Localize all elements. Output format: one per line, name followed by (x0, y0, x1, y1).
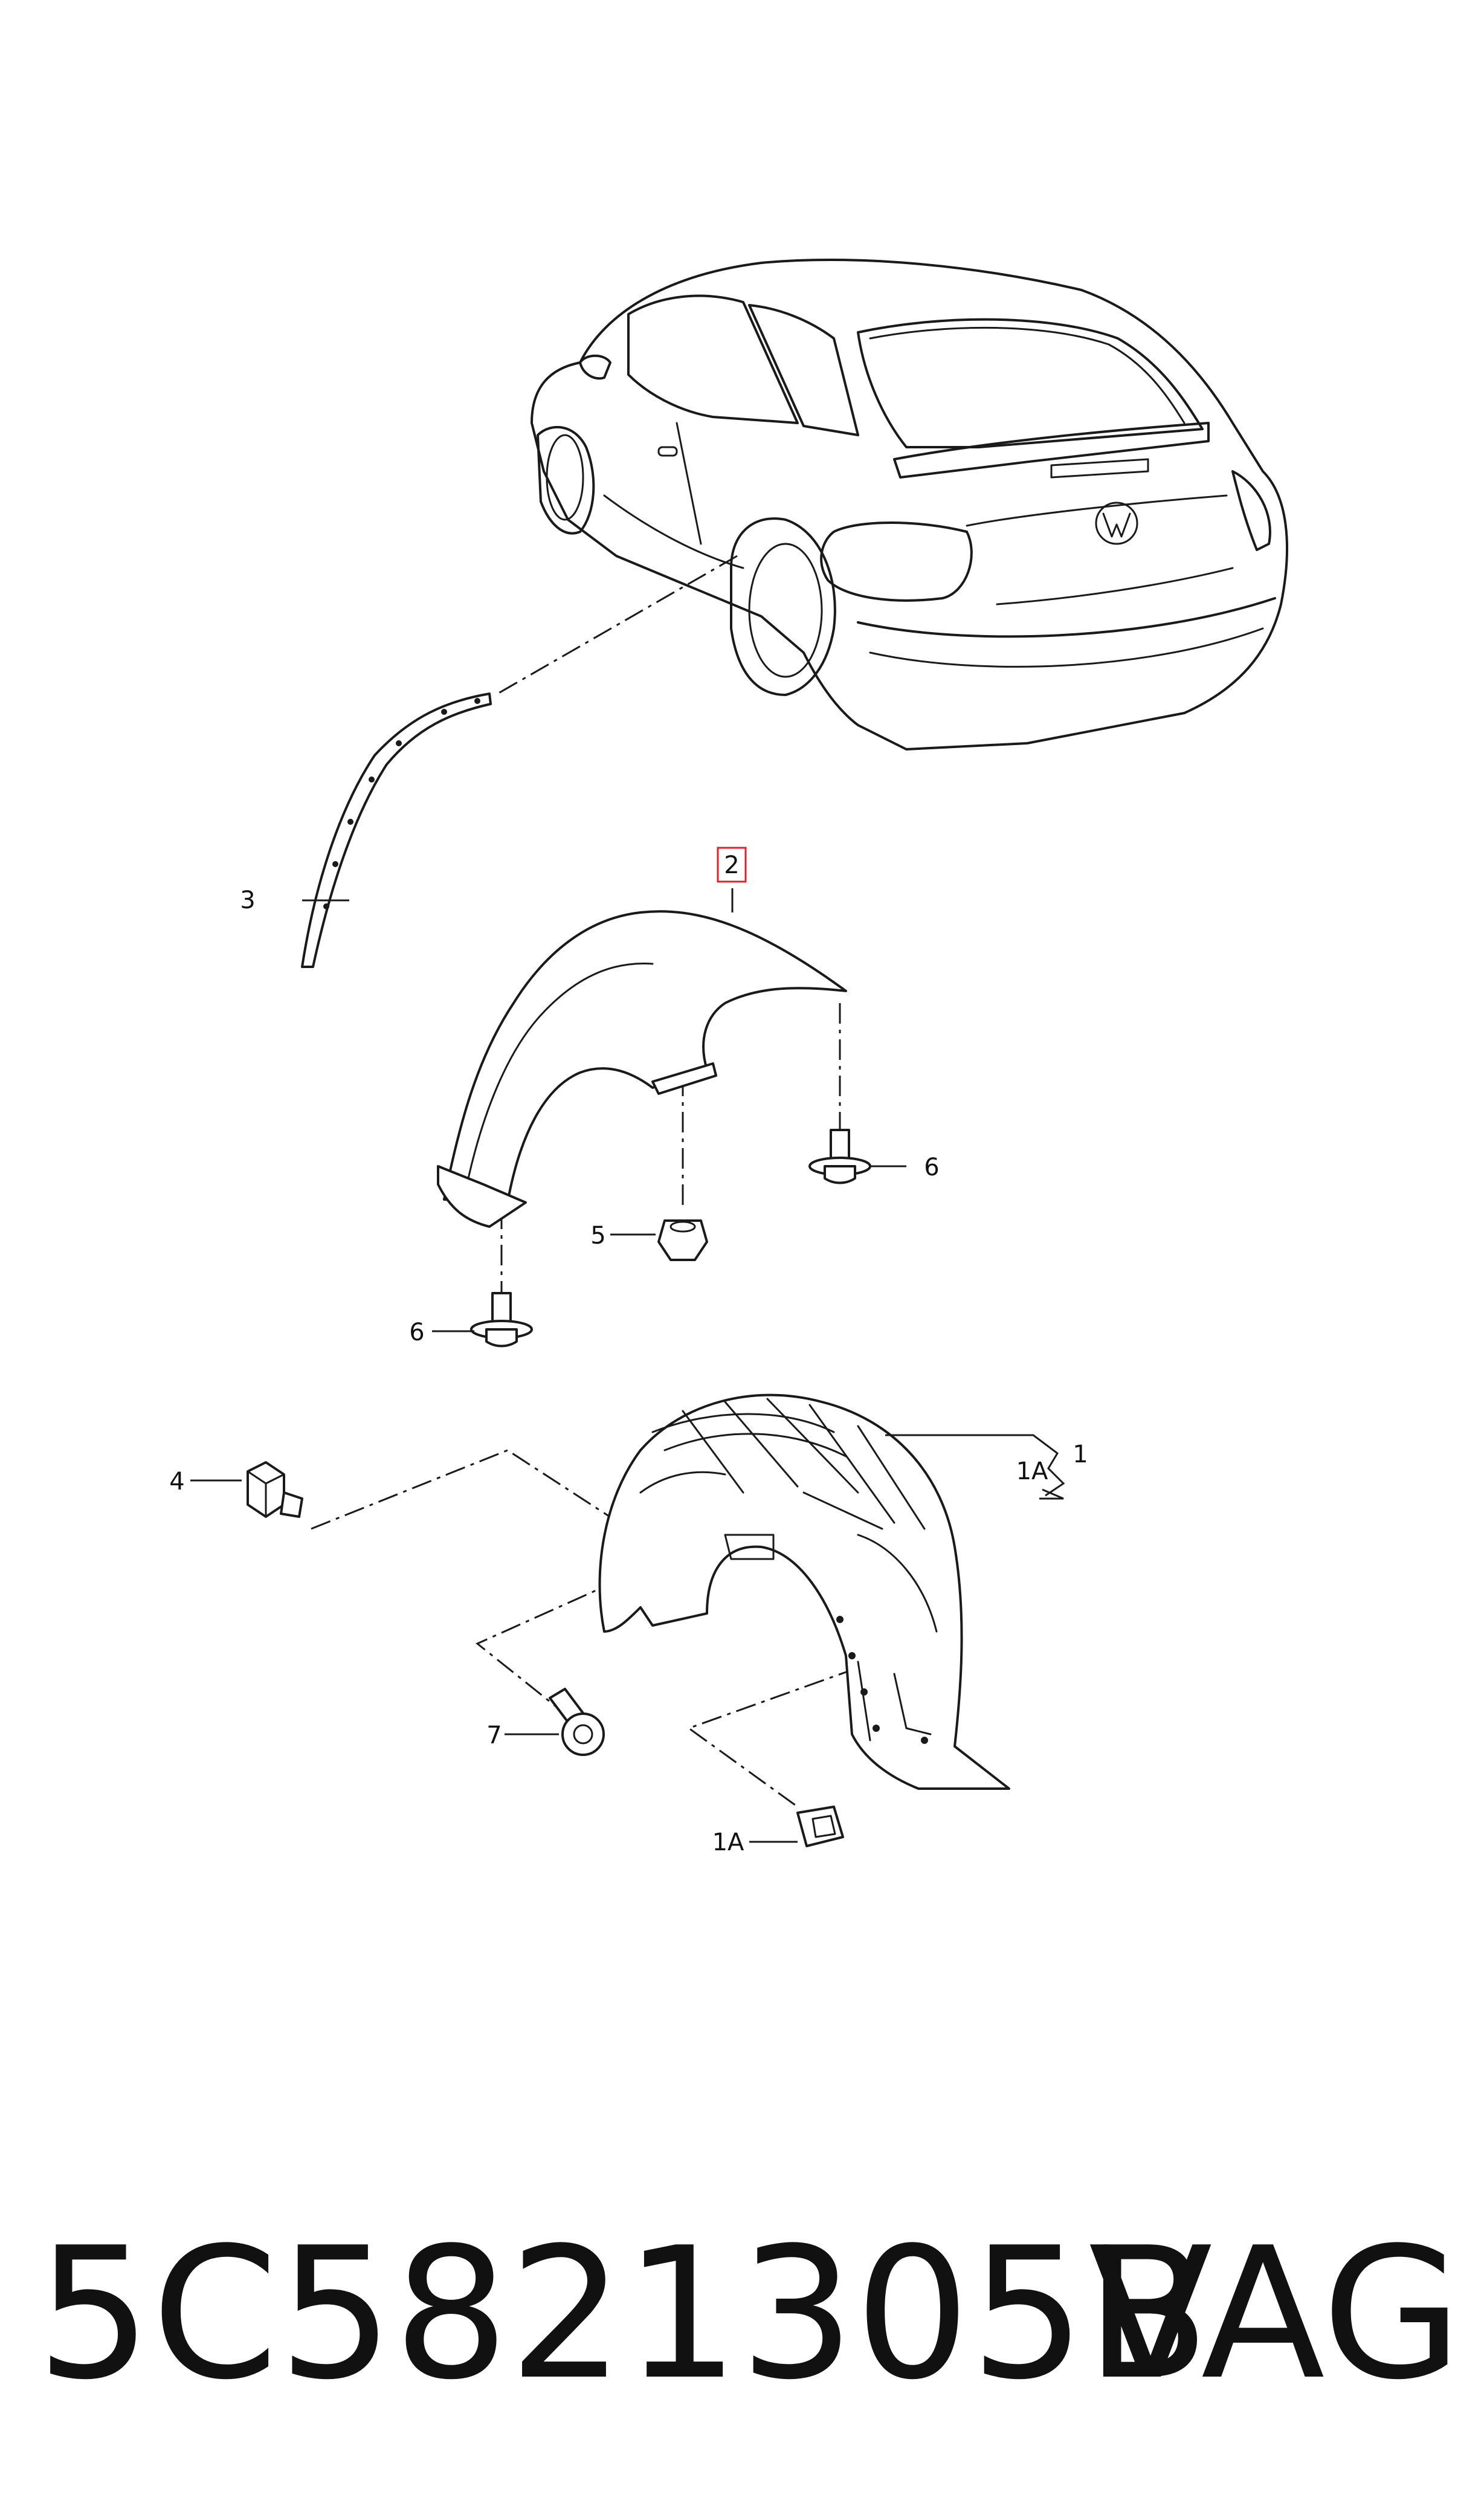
brand-label: VAG (1088, 2209, 1462, 2420)
callout-7: 7 (486, 1722, 502, 1749)
part-6-screw-right (808, 1129, 871, 1184)
leader-lines (190, 888, 1065, 1843)
car-illustration (531, 259, 1288, 751)
callout-5: 5 (590, 1222, 605, 1250)
part-number: 5C5821305B (36, 2209, 1210, 2420)
callout-2: 2 (724, 851, 739, 879)
part-4-clip (247, 1461, 303, 1518)
callout-1: 1 (1073, 1441, 1088, 1468)
part-7-screw (549, 1688, 605, 1756)
callout-2-highlight (717, 847, 747, 883)
part-1a-clip (796, 1806, 844, 1847)
callout-6-left: 6 (409, 1319, 424, 1346)
assembly-lines (311, 555, 859, 1808)
callout-1a-top: 1A (1016, 1458, 1048, 1485)
footer: 5C5821305B VAG (36, 2212, 1462, 2417)
callout-labels: 2 3 6 5 6 4 1 1A 7 1A (169, 847, 1088, 1856)
callout-3: 3 (240, 886, 255, 914)
part-6-screw-left (470, 1292, 533, 1348)
callout-4: 4 (169, 1468, 184, 1496)
part-3-trim-strip (301, 692, 492, 968)
part-5-nut (657, 1219, 708, 1261)
callout-6-right: 6 (924, 1154, 939, 1181)
part-2-wheel-arch-flare (437, 910, 847, 1228)
callout-1a-bottom: 1A (712, 1829, 744, 1856)
part-1-wheel-housing-liner (598, 1393, 1010, 1790)
